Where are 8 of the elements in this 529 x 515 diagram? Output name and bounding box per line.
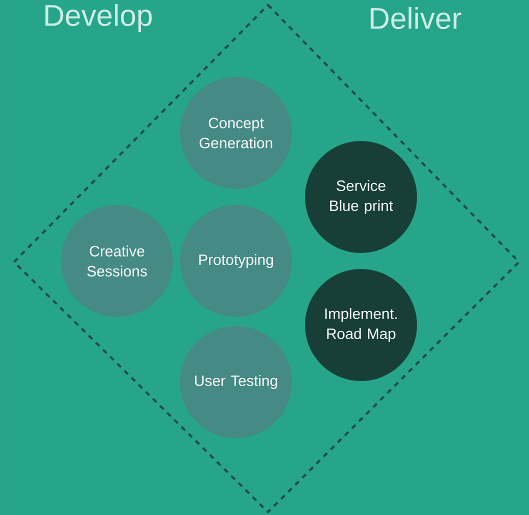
circle-node: Implement. Road Map [305, 269, 417, 381]
circle-node: Service Blue print [305, 141, 417, 253]
circle-node: Concept Generation [180, 77, 292, 189]
circle-node: Creative Sessions [61, 205, 173, 317]
heading: Develop [45, 4, 152, 32]
circle-node: User Testing [180, 326, 292, 438]
heading: Deliver [370, 7, 462, 30]
circle-node: Prototyping [180, 205, 292, 317]
